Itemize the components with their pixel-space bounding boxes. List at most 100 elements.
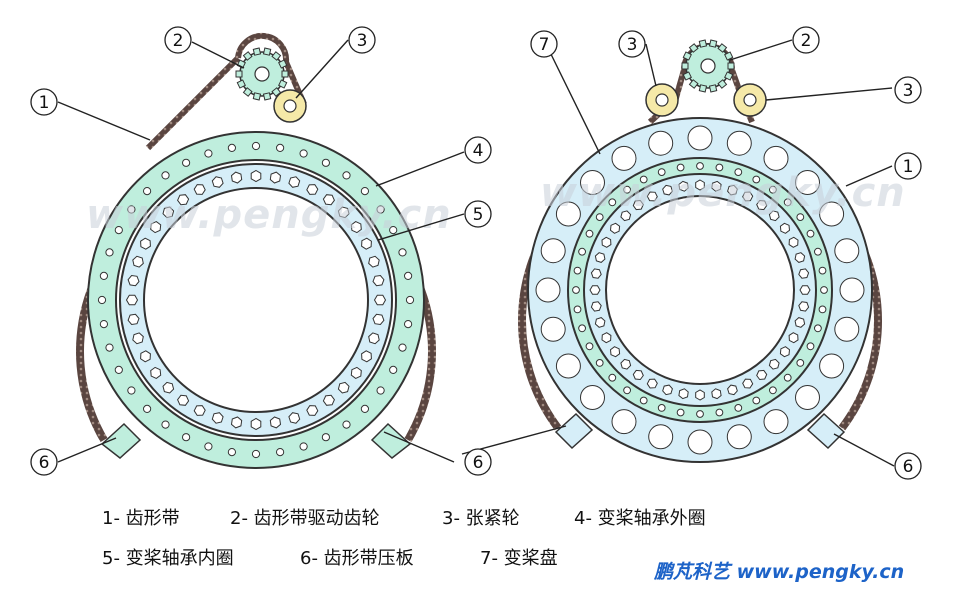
bolt-hole: [321, 433, 330, 442]
callout-right-6a: [463, 449, 489, 475]
bolt-hole: [715, 408, 724, 417]
bolt-hole: [623, 386, 631, 395]
bolt-hole: [756, 369, 768, 381]
gear-tooth: [708, 39, 718, 48]
left-belt-clamp-plate-right: [370, 422, 412, 459]
bolt-hole: [796, 213, 805, 222]
disc-hole: [648, 424, 674, 450]
gear-tooth: [252, 47, 262, 56]
bolt-hole: [398, 343, 407, 352]
bolt-hole: [572, 286, 580, 294]
svg-text:4: 4: [473, 141, 484, 161]
bolt-hole: [376, 205, 385, 214]
bolt-hole: [695, 179, 705, 191]
bolt-hole: [678, 388, 689, 400]
gear-tooth: [682, 71, 692, 81]
bolt-hole: [251, 449, 261, 459]
bolt-hole: [404, 320, 413, 329]
bolt-hole: [657, 404, 666, 412]
bolt-hole: [814, 247, 822, 256]
bolt-hole: [140, 237, 151, 250]
bolt-hole: [734, 404, 743, 412]
right-tensioner-pulley-left: [645, 83, 679, 117]
bolt-hole: [404, 271, 413, 280]
gear-tooth: [242, 51, 253, 61]
bolt-hole: [578, 324, 586, 333]
callout-right-3a: 3: [618, 30, 646, 58]
bolt-hole: [211, 412, 224, 424]
bolt-hole: [620, 358, 632, 370]
gear-tooth: [682, 51, 692, 61]
bolt-hole: [322, 394, 335, 406]
bolt-hole: [806, 229, 815, 238]
callout-left-4: 4: [464, 136, 492, 164]
disc-hole: [839, 277, 865, 303]
bolt-hole: [788, 332, 799, 344]
bolt-hole: [143, 404, 152, 413]
left-belt-over-pulley: [235, 32, 307, 106]
bolt-hole: [798, 268, 810, 279]
bolt-hole: [204, 442, 213, 451]
disc-hole: [555, 353, 581, 379]
bolt-hole: [768, 210, 780, 222]
right-belt-clamp-plate-right: [806, 412, 846, 450]
bolt-hole: [594, 252, 606, 263]
svg-text:3: 3: [357, 31, 368, 51]
callout-right-6b: 6: [894, 452, 922, 480]
bolt-hole: [818, 266, 827, 275]
bolt-hole: [590, 301, 602, 312]
left-belt-clamp-plate-left: [100, 422, 142, 459]
bolt-hole: [99, 271, 109, 280]
disc-hole: [580, 385, 605, 410]
bolt-hole: [127, 313, 140, 326]
bolt-hole: [337, 206, 350, 219]
bolt-hole: [601, 332, 612, 344]
bolt-hole: [389, 365, 398, 374]
left-outer-ring-bolt-holes: [97, 141, 415, 459]
gear-tooth: [252, 92, 262, 101]
bolt-hole: [595, 213, 604, 222]
bolt-hole: [321, 158, 330, 167]
bolt-hole: [589, 285, 601, 295]
right-bearing-assembly: [518, 39, 882, 463]
bolt-hole: [376, 386, 385, 395]
bolt-hole: [105, 248, 114, 257]
left-tensioner-pulley: [273, 89, 307, 123]
bolt-hole: [783, 373, 792, 382]
callout-left-5: 5: [464, 200, 492, 228]
gear-tooth: [698, 84, 708, 93]
bolt-hole: [105, 343, 114, 352]
bolt-hole: [127, 274, 140, 287]
gear-tooth: [236, 79, 246, 89]
disc-hole: [648, 130, 674, 156]
right-outer-ring-bolt-holes: [572, 162, 828, 418]
right-drive-gear: [681, 39, 735, 93]
bolt-hole: [360, 187, 369, 196]
bolt-hole: [162, 381, 175, 394]
right-inner-ring-bore: [605, 195, 795, 385]
left-drive-gear: [235, 47, 289, 101]
disc-hole: [611, 409, 637, 435]
bolt-hole: [288, 176, 301, 188]
svg-text:7: 7: [539, 35, 550, 55]
bolt-hole: [398, 248, 407, 257]
bolt-hole: [752, 396, 761, 405]
gear-tooth: [688, 43, 699, 53]
bolt-hole: [639, 175, 648, 184]
bolt-hole: [590, 268, 602, 279]
legend-item-7: 7- 变桨盘: [480, 548, 558, 569]
bolt-hole: [140, 350, 151, 363]
bolt-hole: [696, 410, 704, 418]
gear-tooth: [698, 39, 708, 48]
svg-text:3: 3: [627, 35, 638, 55]
bolt-hole: [150, 221, 162, 234]
bolt-hole: [796, 359, 805, 367]
bolt-hole: [182, 433, 191, 442]
gear-tooth: [278, 79, 288, 89]
bolt-hole: [742, 378, 754, 389]
gear-tooth: [724, 71, 734, 81]
legend-item-5: 5- 变桨轴承内圈: [102, 548, 234, 569]
legend-item-4: 4- 变桨轴承外圈: [574, 508, 706, 529]
disc-hole: [540, 238, 566, 264]
